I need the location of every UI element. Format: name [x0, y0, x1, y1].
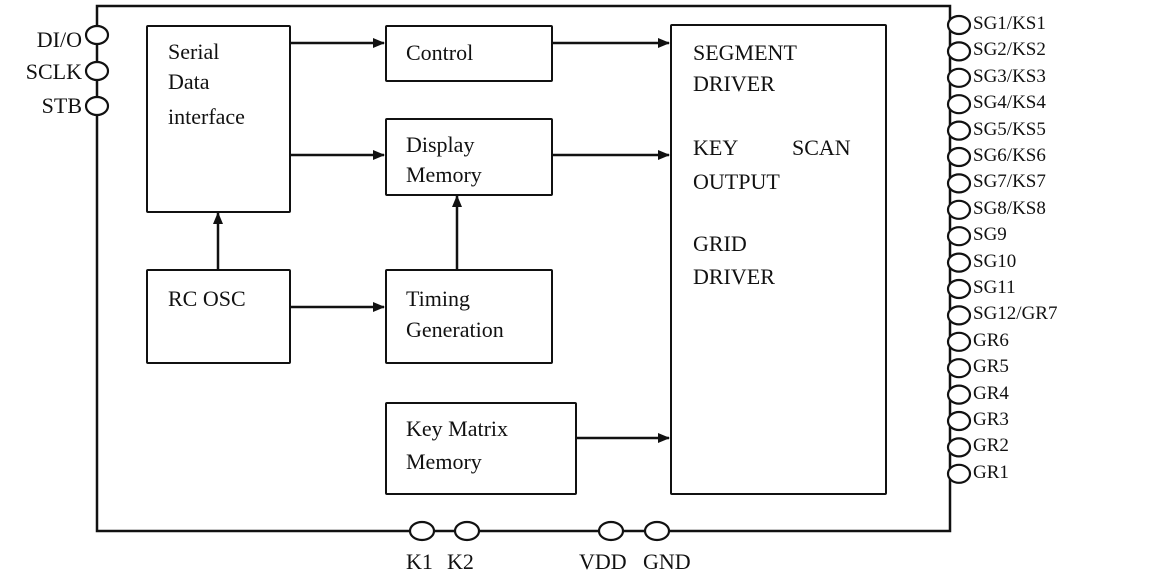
bottom-pin-0	[408, 520, 436, 542]
right-pin-14	[946, 384, 972, 405]
pin-label-right: GR3	[973, 409, 1009, 430]
left-pin-0	[84, 24, 110, 46]
right-pin-6	[946, 173, 972, 194]
bottom-pin-1	[453, 520, 481, 542]
pin-label-right: SG11	[973, 277, 1016, 298]
right-pin-2	[946, 67, 972, 88]
chip-outline	[95, 4, 952, 533]
timing-line-2: Generation	[406, 317, 504, 342]
display-memory-line-2: Memory	[406, 162, 482, 187]
right-pin-13	[946, 358, 972, 379]
pin-label-right: SG5/KS5	[973, 118, 1046, 140]
pin-label-k1: K1	[406, 549, 433, 574]
pin-label-right: GR1	[973, 461, 1009, 483]
segment-grid-driver-block: SEGMENT DRIVER KEY SCAN OUTPUT GRID DRIV…	[670, 24, 887, 495]
pin-label-right: SG12/GR7	[973, 303, 1058, 325]
rc-osc-label: RC OSC	[168, 286, 246, 311]
timing-line-1: Timing	[406, 286, 471, 311]
bottom-pin-2	[597, 520, 625, 542]
key-matrix-memory-block: Key Matrix Memory	[385, 402, 577, 495]
right-pin-11	[946, 305, 972, 326]
driver-output: OUTPUT	[693, 169, 780, 194]
right-pin-1	[946, 41, 972, 62]
pin-label-sclk: SCLK	[25, 59, 82, 84]
bottom-pin-3	[643, 520, 671, 542]
serial-line-2: Data	[168, 69, 210, 94]
pin-label-right: SG8/KS8	[973, 197, 1046, 219]
driver-driver-1: DRIVER	[693, 71, 775, 96]
right-pin-10	[946, 278, 972, 300]
right-pin-7	[946, 199, 972, 220]
right-pin-12	[946, 331, 972, 352]
driver-scan: SCAN	[792, 135, 851, 160]
pin-label-dio: DI/O	[36, 27, 82, 52]
pin-label-gnd: GND	[643, 549, 691, 574]
display-memory-line-1: Display	[406, 132, 475, 157]
serial-line-1: Serial	[168, 39, 220, 64]
driver-driver-2: DRIVER	[693, 264, 775, 289]
driver-key: KEY	[693, 135, 739, 160]
driver-grid: GRID	[693, 231, 747, 256]
right-pin-15	[946, 410, 972, 432]
pin-label-right: SG3/KS3	[973, 65, 1046, 87]
driver-segment: SEGMENT	[693, 40, 797, 65]
left-pin-2	[84, 95, 110, 117]
right-pin-9	[946, 252, 972, 273]
pin-label-right: SG6/KS6	[973, 145, 1046, 166]
serial-data-interface-block: Serial Data interface	[146, 25, 291, 213]
pin-label-right: SG4/KS4	[973, 92, 1046, 114]
pin-label-right: SG9	[973, 224, 1007, 246]
pin-label-right: GR2	[973, 435, 1009, 457]
pin-label-vdd: VDD	[579, 549, 627, 574]
pin-label-right: SG1/KS1	[973, 13, 1046, 34]
right-pin-5	[946, 146, 972, 168]
serial-line-3: interface	[168, 104, 245, 129]
pin-label-right: GR4	[973, 382, 1009, 404]
right-pin-17	[946, 463, 972, 484]
left-pin-1	[84, 60, 110, 82]
pin-label-right: SG2/KS2	[973, 39, 1046, 61]
pin-label-right: GR5	[973, 356, 1009, 378]
control-block: Control	[385, 25, 553, 82]
right-pin-4	[946, 120, 972, 141]
pin-label-stb: STB	[41, 93, 82, 118]
right-pin-0	[946, 14, 972, 36]
pin-label-right: SG7/KS7	[973, 171, 1046, 193]
right-pin-16	[946, 437, 972, 458]
display-memory-block: Display Memory	[385, 118, 553, 196]
control-label: Control	[406, 40, 474, 65]
right-pin-8	[946, 226, 972, 247]
right-pin-3	[946, 94, 972, 115]
key-matrix-line-2: Memory	[406, 449, 482, 474]
pin-label-right: SG10	[973, 250, 1017, 272]
timing-generation-block: Timing Generation	[385, 269, 553, 364]
key-matrix-line-1: Key Matrix	[406, 416, 509, 441]
rc-osc-block: RC OSC	[146, 269, 291, 364]
pin-label-right: GR6	[973, 329, 1009, 351]
pin-label-k2: K2	[447, 549, 474, 574]
